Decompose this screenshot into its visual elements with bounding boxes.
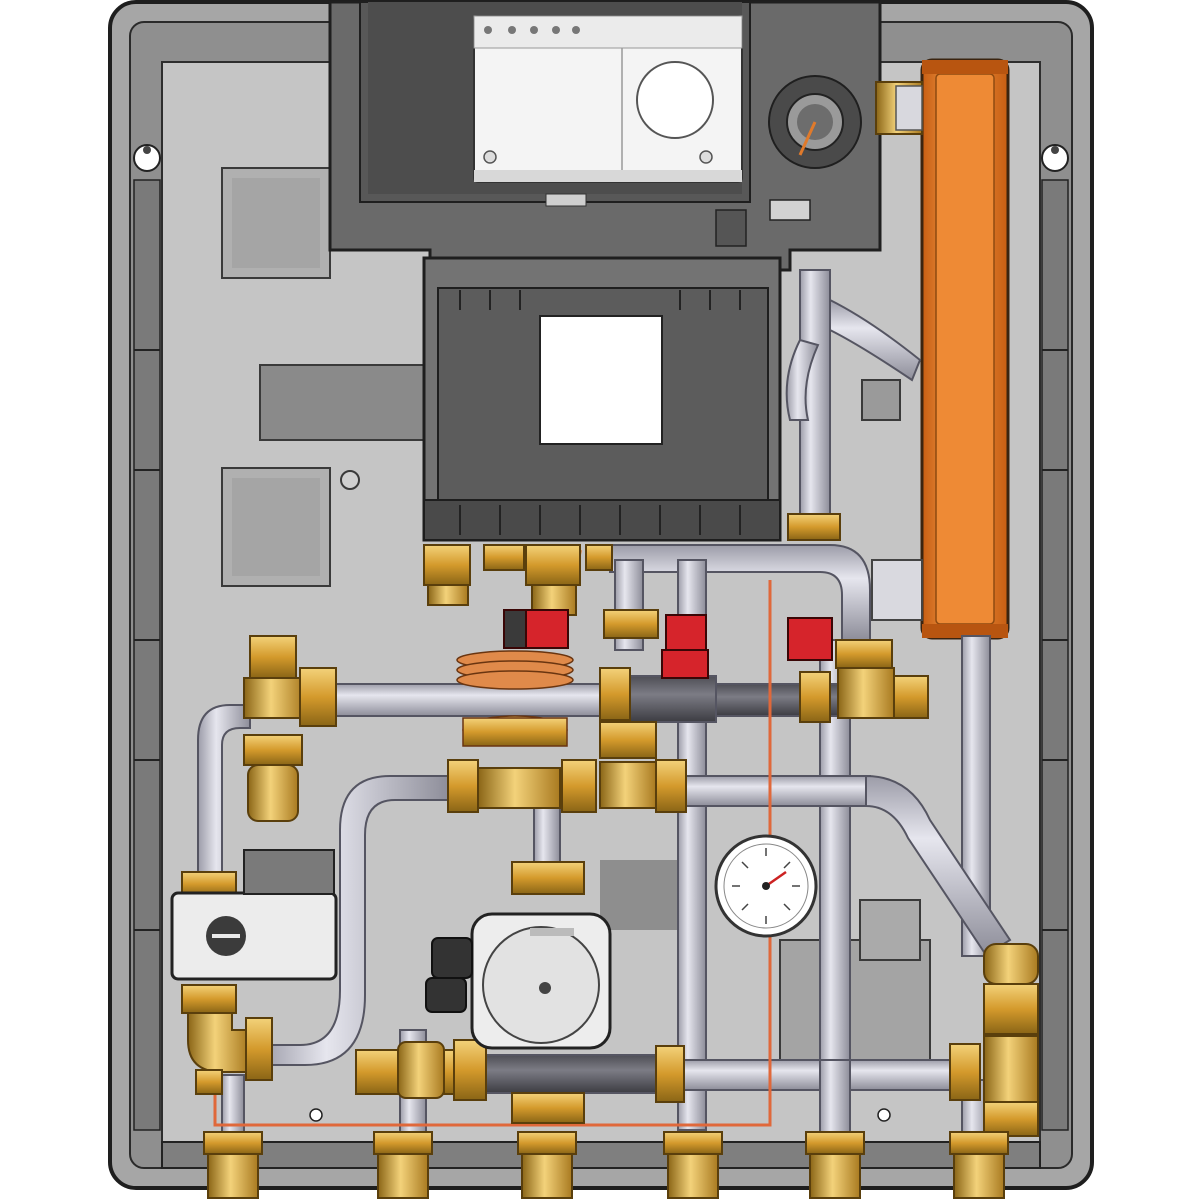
- plate-heat-exchanger-icon: [920, 58, 1010, 640]
- valve-actuator-icon: [503, 609, 833, 679]
- bottom-frame: [161, 1141, 1041, 1169]
- thermostatic-coil-icon: [456, 650, 574, 747]
- connector-2: [373, 1131, 433, 1199]
- bottom-connectors: [203, 1131, 1009, 1199]
- backplate-panels: [221, 167, 931, 1061]
- keyhole-mount-left-icon: [133, 144, 161, 172]
- connector-6: [949, 1131, 1009, 1199]
- controller-unit-icon: [473, 15, 743, 207]
- right-rail: [1041, 179, 1069, 1131]
- brass-fittings: [181, 513, 1039, 1137]
- connector-5: [805, 1131, 865, 1199]
- control-dial-icon: [636, 61, 714, 139]
- mixer-actuator: [170, 849, 338, 981]
- air-vent-icon: [768, 75, 862, 169]
- connector-block: [715, 209, 747, 247]
- pressure-gauge-icon: [714, 834, 818, 938]
- circulation-pump-icon: [425, 912, 612, 1050]
- mixing-valve-body: [422, 256, 782, 542]
- left-rail: [133, 179, 161, 1131]
- connector-3: [517, 1131, 577, 1199]
- label-tag: [769, 199, 811, 221]
- connector-4: [663, 1131, 723, 1199]
- meter-display: [539, 315, 663, 445]
- hx-mid-fitting: [871, 559, 923, 621]
- keyhole-mount-right-icon: [1041, 144, 1069, 172]
- connector-1: [203, 1131, 263, 1199]
